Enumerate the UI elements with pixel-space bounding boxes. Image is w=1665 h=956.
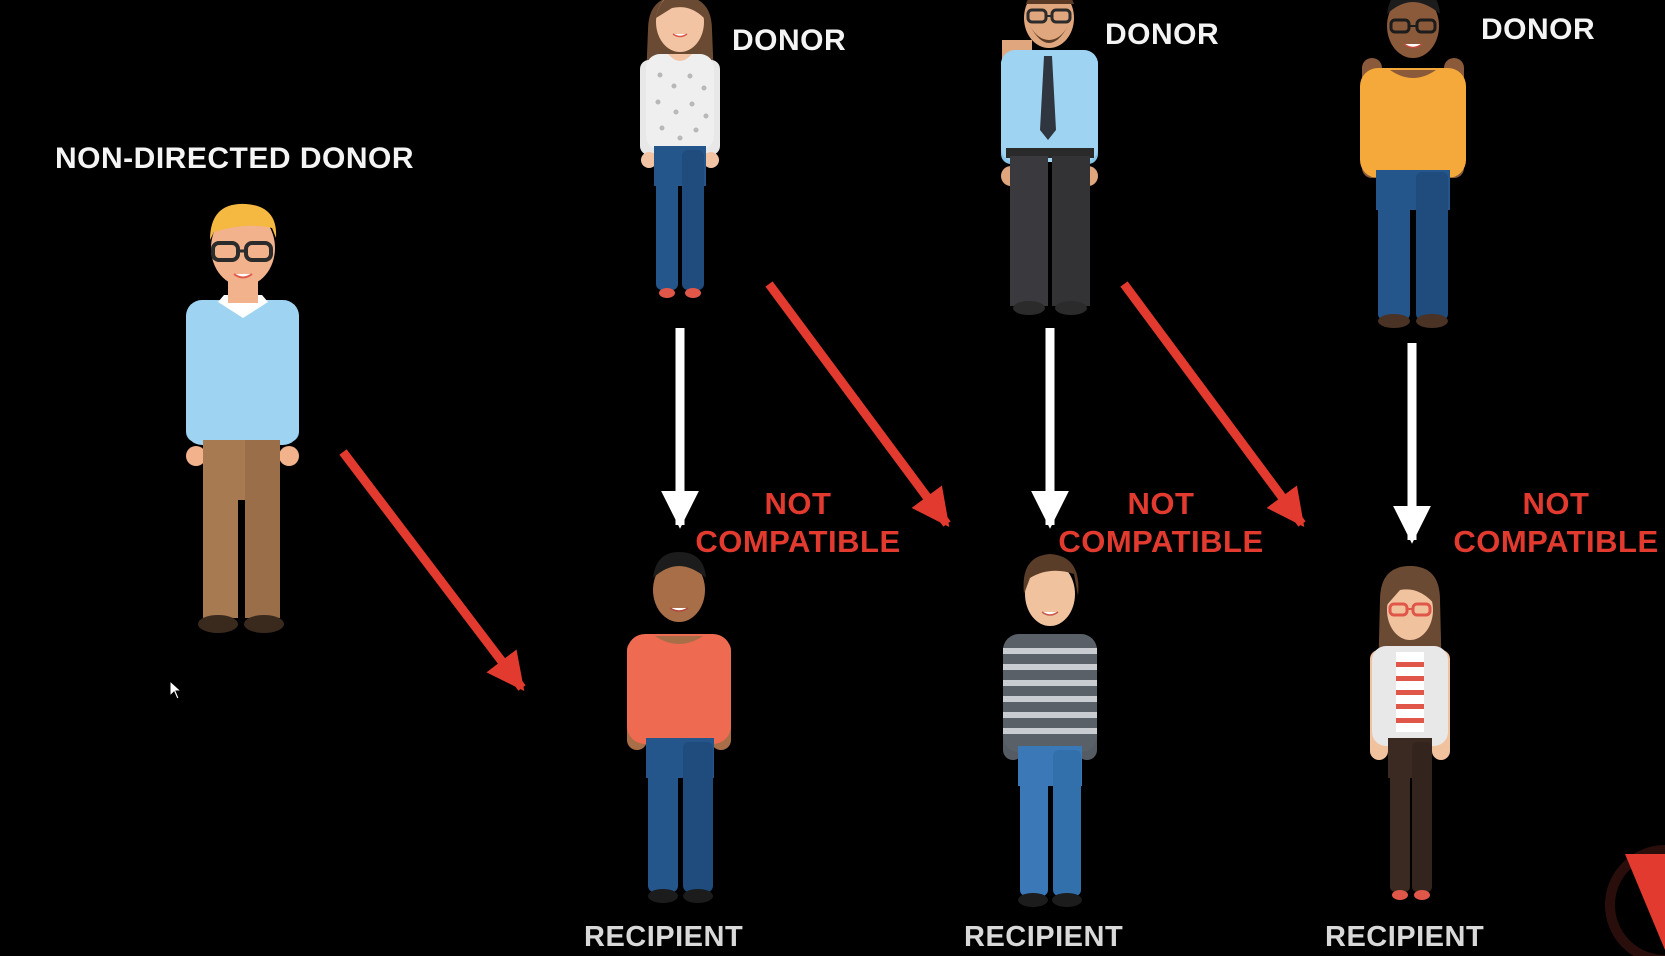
person-icon-recipient-3 bbox=[1370, 566, 1450, 900]
not-compatible-line2: COMPATIBLE bbox=[1453, 524, 1659, 559]
label-donor-3: DONOR bbox=[1481, 13, 1596, 46]
label-recipient-2: RECIPIENT bbox=[964, 921, 1124, 953]
label-recipient-1: RECIPIENT bbox=[584, 921, 744, 953]
arrow-donor-2-to-recipient-3 bbox=[1120, 281, 1306, 528]
person-icon-recipient-1 bbox=[627, 552, 731, 903]
not-compatible-line1: NOT bbox=[1127, 486, 1195, 521]
label-not-compatible-3: NOT COMPATIBLE bbox=[1450, 485, 1662, 561]
label-recipient-3: RECIPIENT bbox=[1325, 921, 1485, 953]
arrow-non-directed-to-recipient-1 bbox=[339, 449, 526, 692]
person-icon-donor-1 bbox=[640, 0, 720, 298]
not-compatible-line1: NOT bbox=[764, 486, 832, 521]
not-compatible-line2: COMPATIBLE bbox=[1058, 524, 1264, 559]
label-donor-2: DONOR bbox=[1105, 18, 1220, 51]
person-icon-donor-3 bbox=[1360, 0, 1466, 328]
label-donor-1: DONOR bbox=[732, 24, 847, 57]
not-compatible-line2: COMPATIBLE bbox=[695, 524, 901, 559]
person-icon-non-directed-donor bbox=[186, 203, 299, 633]
label-not-compatible-1: NOT COMPATIBLE bbox=[692, 485, 904, 561]
person-icon-donor-2 bbox=[1001, 0, 1098, 315]
person-icon-recipient-2 bbox=[1003, 554, 1097, 907]
arrow-donor-1-to-recipient-2 bbox=[765, 281, 951, 528]
not-compatible-line1: NOT bbox=[1522, 486, 1590, 521]
cursor-icon bbox=[169, 680, 183, 700]
label-non-directed-donor: NON-DIRECTED DONOR bbox=[55, 142, 414, 175]
logo-icon bbox=[1605, 845, 1665, 956]
label-not-compatible-2: NOT COMPATIBLE bbox=[1055, 485, 1267, 561]
